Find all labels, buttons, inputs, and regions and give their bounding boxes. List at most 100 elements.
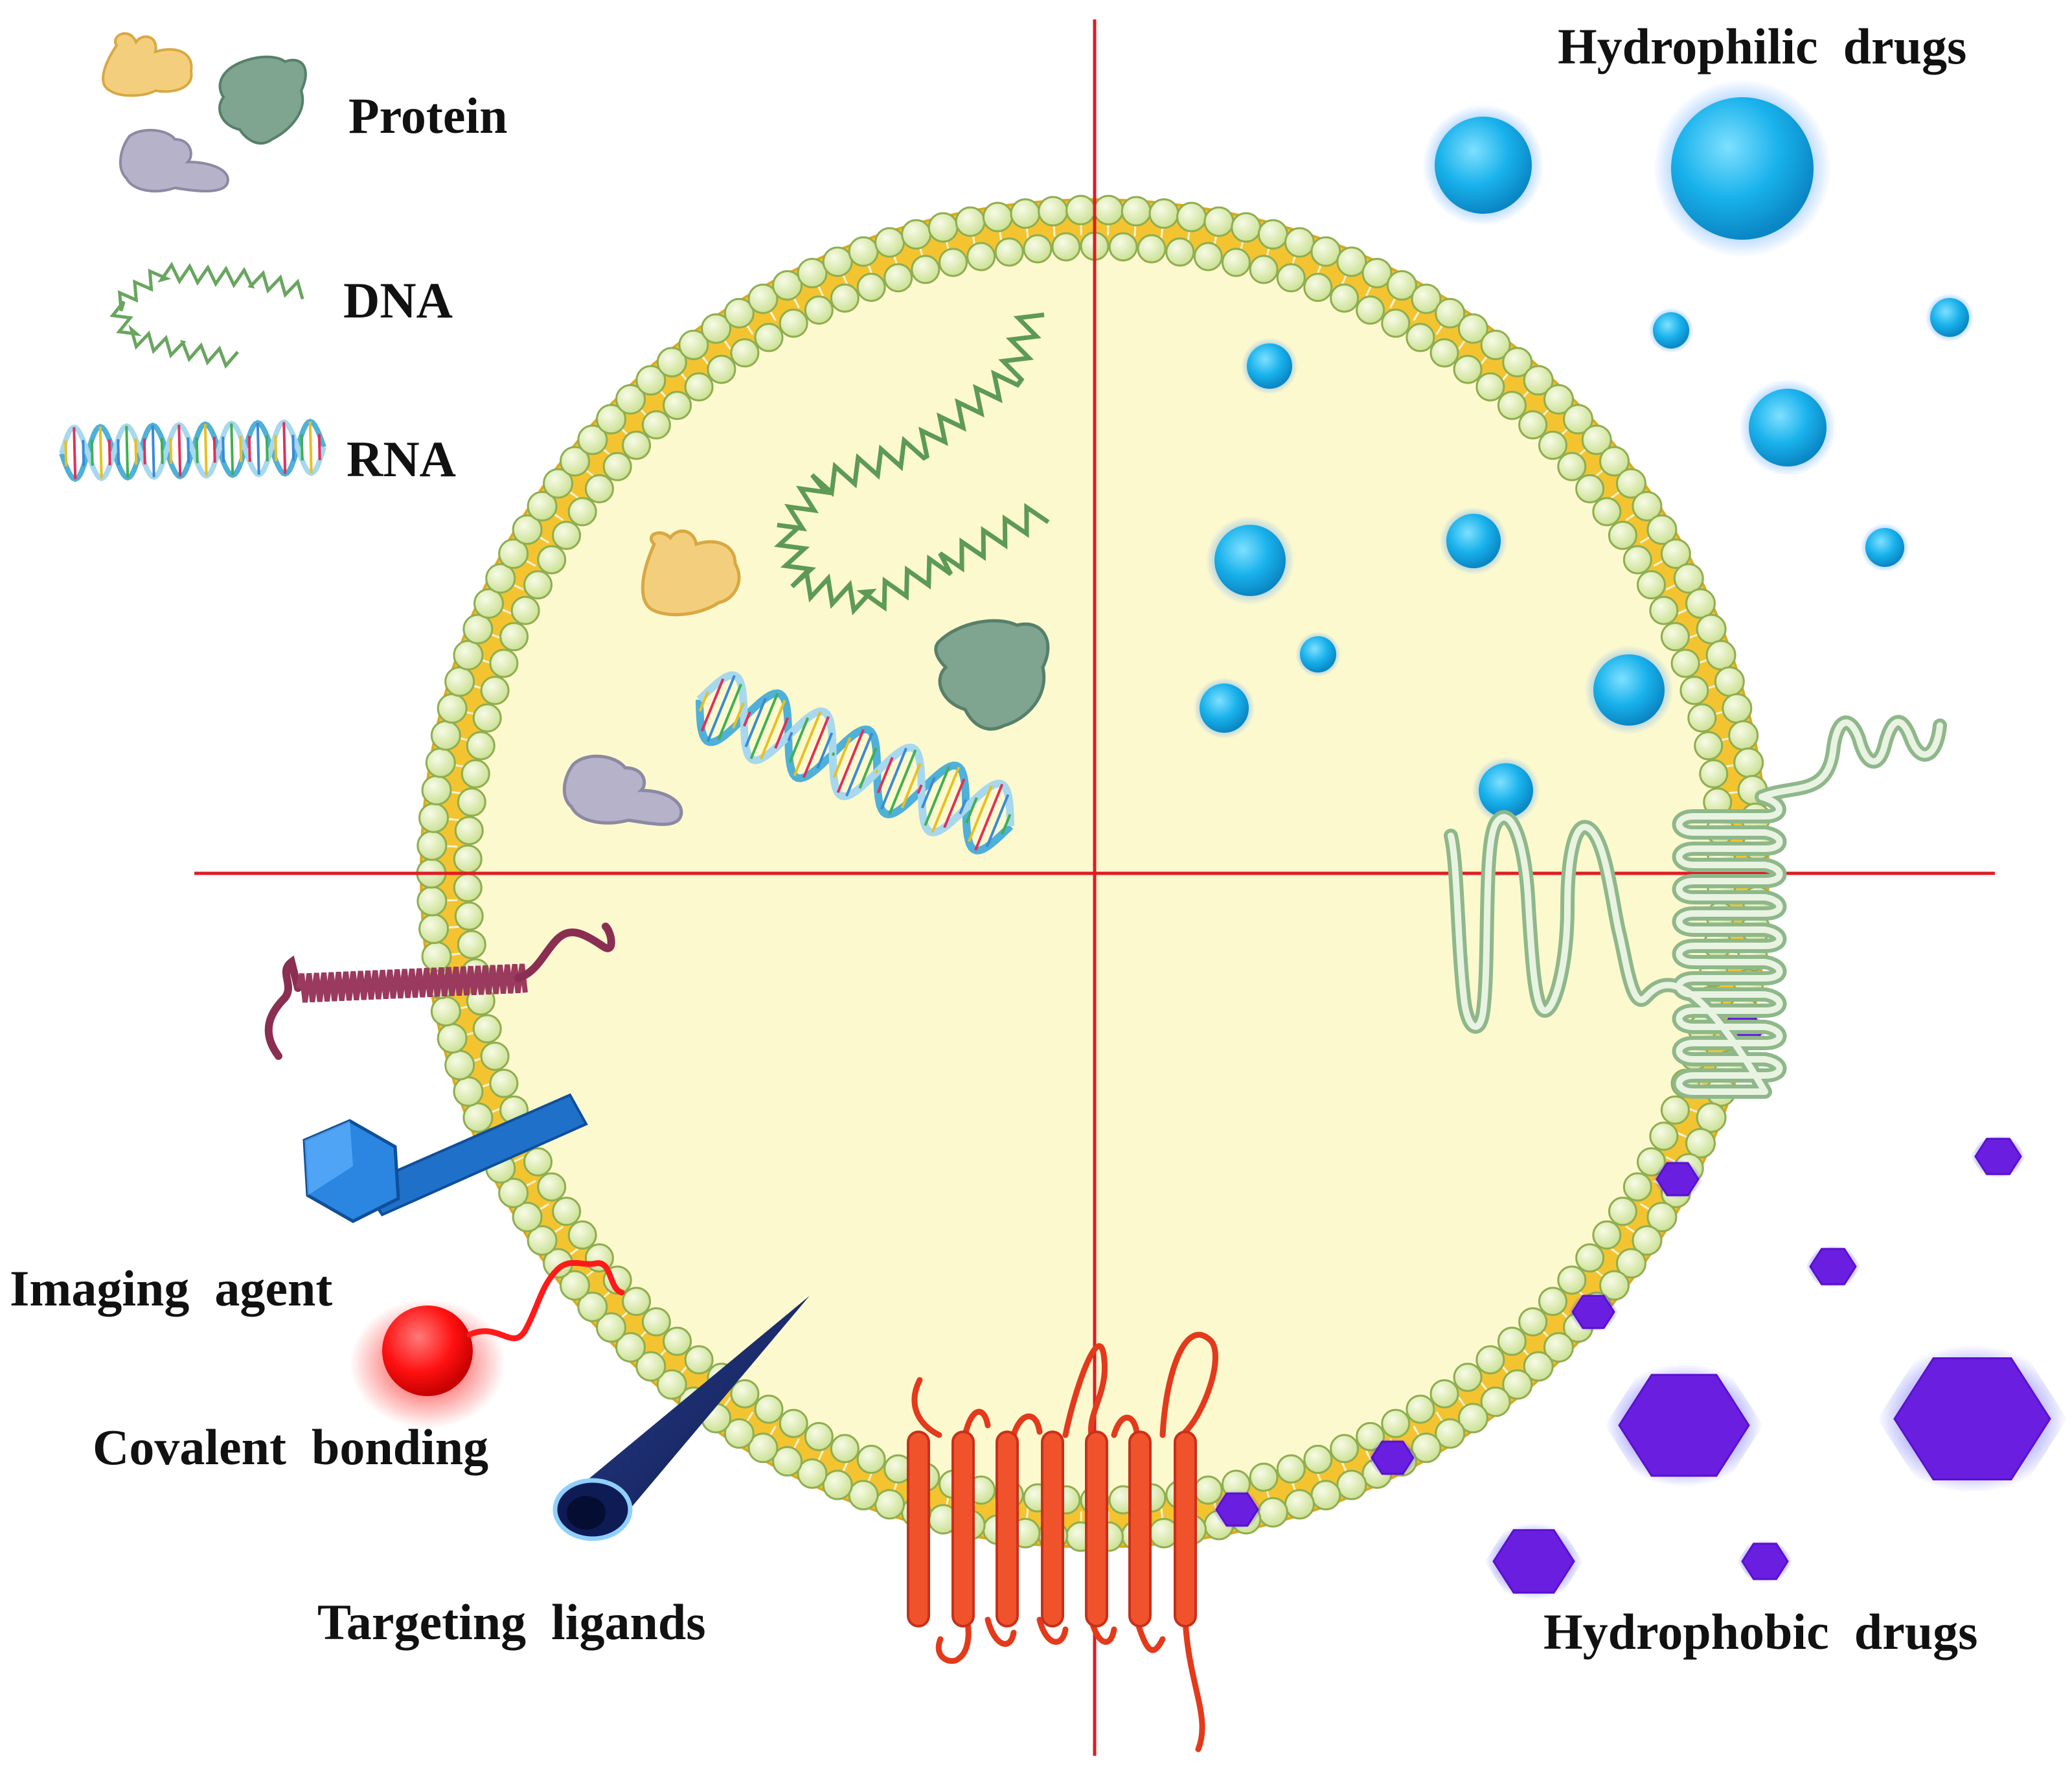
hydrophilic-drug bbox=[1247, 343, 1292, 389]
label-hydrophilic-drugs: Hydrophilic drugs bbox=[1558, 18, 1966, 75]
lipid-tail bbox=[1677, 608, 1689, 615]
lipid-head-outer bbox=[1284, 227, 1315, 258]
hydrophobic-drug bbox=[1215, 1492, 1259, 1527]
hydrophobic-drug-hexagons bbox=[1212, 1010, 2067, 1600]
lipid-head-outer bbox=[498, 1177, 529, 1208]
cargo-protein-gray bbox=[562, 754, 683, 826]
lipid-tail bbox=[1389, 297, 1397, 308]
lipid-head-inner bbox=[1406, 323, 1435, 352]
rna-legend-base bbox=[82, 440, 85, 466]
lipid-head-inner bbox=[1381, 1408, 1411, 1438]
rna-legend-base bbox=[247, 435, 251, 462]
lipid-head-outer bbox=[848, 1480, 879, 1511]
label-covalent-bonding: Covalent bonding bbox=[93, 1419, 488, 1475]
lipid-head-inner bbox=[1518, 1307, 1548, 1337]
receptor-helix bbox=[1085, 1431, 1108, 1627]
lipid-head-inner bbox=[1497, 1326, 1527, 1356]
rna-legend-base bbox=[195, 437, 199, 463]
lipid-head-inner bbox=[537, 1172, 567, 1202]
cargo-rna-base bbox=[732, 702, 745, 729]
lipid-head-outer bbox=[421, 775, 452, 806]
lipid-head-outer bbox=[1203, 206, 1235, 237]
lipid-head-inner bbox=[641, 1307, 671, 1337]
lipid-head-inner bbox=[730, 338, 760, 368]
cargo-rna-base bbox=[793, 711, 822, 777]
lipid-head-inner bbox=[1649, 1121, 1679, 1151]
rna-legend-base bbox=[117, 439, 120, 465]
cargo-rna-base bbox=[774, 717, 790, 749]
lipid-tail bbox=[1625, 512, 1637, 522]
lipid-head-inner bbox=[567, 497, 597, 527]
hydrophobic-drug bbox=[1741, 1543, 1789, 1580]
cargo-rna-base bbox=[974, 783, 1004, 851]
lipid-tail bbox=[723, 1396, 732, 1408]
lipid-head-inner bbox=[1687, 703, 1717, 733]
hydrophilic-drug bbox=[1479, 763, 1533, 818]
lipid-head-outer bbox=[1660, 538, 1691, 569]
lipid-head-inner bbox=[472, 1014, 502, 1044]
lipid-tail bbox=[447, 818, 459, 822]
lipid-head-outer bbox=[982, 201, 1013, 233]
lipid-head-outer bbox=[928, 212, 959, 243]
lipid-head-inner bbox=[1249, 255, 1279, 284]
lipid-head-outer bbox=[1065, 194, 1097, 225]
cargo-rna-base bbox=[959, 799, 968, 814]
hydrophobic-drug bbox=[1893, 1357, 2051, 1480]
lipid-head-outer bbox=[1336, 246, 1367, 277]
lipid-head-outer bbox=[577, 424, 608, 455]
lipid-head-inner bbox=[1649, 595, 1679, 625]
hydrophilic-drug bbox=[1435, 117, 1532, 214]
lipid-head-outer bbox=[1257, 1497, 1288, 1528]
lipid-head-outer bbox=[901, 219, 932, 250]
transmembrane-protein-green bbox=[1444, 715, 1947, 1099]
lipid-head-outer bbox=[772, 270, 803, 301]
lipid-head-inner bbox=[1381, 308, 1411, 338]
cargo-protein-tan bbox=[641, 529, 741, 617]
lipid-head-inner bbox=[1221, 247, 1251, 277]
transmembrane-receptor-red bbox=[907, 1331, 1218, 1753]
hydrophilic-drug bbox=[1653, 312, 1689, 349]
lipid-head-outer bbox=[453, 639, 484, 671]
lipid-head-outer bbox=[1093, 194, 1124, 225]
lipid-head-inner bbox=[622, 430, 652, 460]
rna-legend-base bbox=[134, 439, 138, 465]
cargo-rna-base bbox=[924, 766, 950, 826]
rna-legend-base bbox=[90, 439, 94, 466]
lipid-head-outer bbox=[656, 347, 687, 378]
lipid-head-inner bbox=[1330, 283, 1360, 313]
lipid-head-outer bbox=[1411, 1432, 1442, 1464]
lipid-tail bbox=[1610, 1247, 1621, 1256]
protein-teal-icon bbox=[218, 55, 307, 145]
lipid-head-outer bbox=[822, 246, 853, 277]
lipid-head-inner bbox=[1108, 232, 1138, 262]
lipid-head-outer bbox=[430, 720, 461, 751]
rna-legend-base bbox=[274, 435, 278, 461]
lipid-tail bbox=[450, 952, 462, 956]
lipid-head-outer bbox=[1685, 1127, 1716, 1158]
cargo-rna-base bbox=[803, 716, 830, 778]
lipid-head-outer bbox=[1310, 1480, 1341, 1511]
lipid-head-inner bbox=[472, 703, 502, 733]
lipid-head-outer bbox=[1562, 404, 1593, 435]
lipid-head-inner bbox=[1303, 1444, 1333, 1474]
lipid-tail bbox=[1653, 559, 1665, 567]
lipid-head-outer bbox=[418, 914, 450, 945]
lipid-head-outer bbox=[1733, 747, 1764, 778]
lipid-head-outer bbox=[1705, 639, 1736, 671]
label-imaging-agent: Imaging agent bbox=[10, 1260, 332, 1316]
cargo-rna-base bbox=[744, 697, 767, 748]
lipid-tail bbox=[841, 273, 848, 286]
rna-legend-base bbox=[108, 439, 111, 466]
lipid-head-inner bbox=[1193, 242, 1223, 271]
lipid-head-outer bbox=[473, 588, 505, 619]
lipid-tail bbox=[1727, 952, 1740, 956]
lipid-head-inner bbox=[1453, 354, 1483, 384]
cargo-rna-base bbox=[831, 752, 836, 756]
lipid-head-outer bbox=[1646, 1201, 1678, 1232]
lipid-head-outer bbox=[1502, 1369, 1533, 1400]
lipid-head-inner bbox=[1557, 1265, 1587, 1295]
rna-legend-base bbox=[73, 427, 77, 479]
hydrophilic-drug bbox=[1300, 636, 1336, 672]
lipid-head-inner bbox=[1406, 1394, 1435, 1424]
lipid-head-outer bbox=[430, 996, 461, 1027]
